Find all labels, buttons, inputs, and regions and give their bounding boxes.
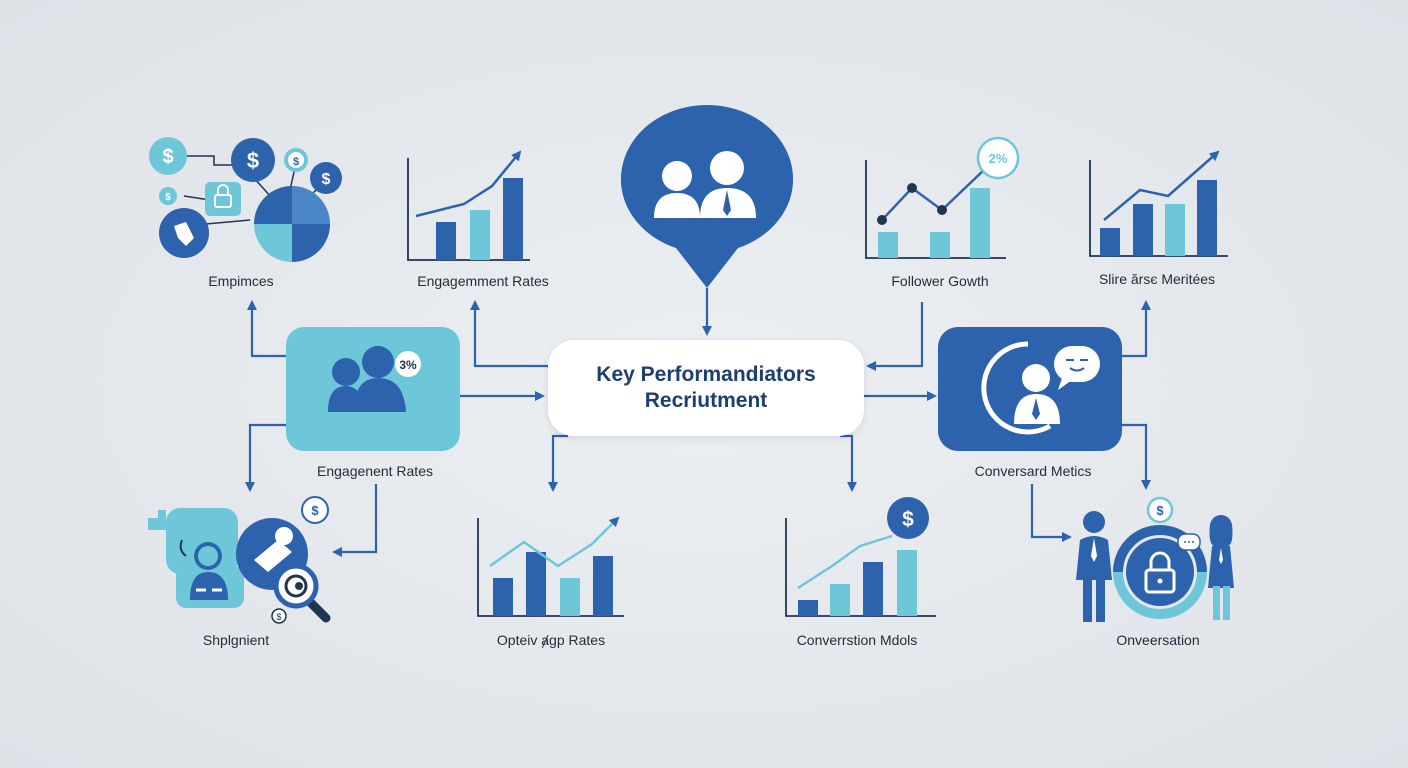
share-metrics-chart [1089, 150, 1228, 257]
arrow-right-card-to-share [1122, 300, 1151, 358]
connector-arrows [245, 288, 1151, 557]
label-share-metrics: Slire ărsє Meritées [1098, 271, 1216, 287]
svg-text:$: $ [165, 192, 171, 203]
lock-icon [205, 182, 241, 216]
group-people-icon [328, 346, 406, 412]
empimces-icon-cluster: $ $ $ $ $ [149, 137, 342, 262]
woman-icon [1208, 515, 1234, 620]
svg-text:$: $ [162, 146, 173, 168]
dollar-coin-icon [149, 137, 187, 175]
percent-bubble-icon [395, 351, 421, 377]
label-engagement-mid: Engagenent Rates [317, 463, 433, 479]
left-percent-badge: 3% [399, 358, 417, 372]
chat-bubble-icon [1054, 346, 1100, 390]
onversation-icon-cluster: $ [1076, 496, 1234, 622]
svg-text:$: $ [293, 156, 299, 168]
arrow-right-card-to-onversation [1122, 423, 1151, 490]
dollar-coin-icon [310, 162, 342, 194]
man-icon [1076, 511, 1112, 622]
follower-percent-badge: 2% [989, 151, 1008, 166]
label-opteiv-rates: Opteiv ⱥgp Rates [496, 632, 606, 648]
label-follower-growth: Follower Gowth [891, 273, 989, 289]
center-title-line2: Recriutment [644, 389, 768, 412]
engagement-card: 3% [286, 327, 460, 451]
center-title-line1: Key Performandiators [596, 363, 816, 386]
lock-icon [1144, 568, 1176, 594]
dollar-coin-icon [159, 187, 177, 205]
arrow-left-card-to-empimces [247, 300, 288, 358]
svg-text:$: $ [311, 503, 319, 518]
arrow-left-card-to-shplignient [245, 423, 288, 492]
label-shplignient: Shplgnient [202, 632, 270, 648]
center-title-box: Key Performandiators Recriutment [548, 340, 864, 436]
dollar-coin-icon [1146, 496, 1174, 524]
svg-text:$: $ [1156, 503, 1164, 518]
recruitment-bubble [621, 104, 793, 289]
chat-bubble-icon [1177, 533, 1201, 551]
label-conversion-mdols: Converrstion Mdols [796, 632, 918, 648]
svg-text:$: $ [276, 612, 281, 622]
label-engagement-top: Engagemment Rates [417, 273, 549, 289]
arrow-follower-to-center [866, 302, 924, 371]
engagement-top-chart [407, 150, 530, 261]
label-conversation-metrics: Conversard Metics [974, 463, 1092, 479]
dollar-coin-icon [887, 497, 929, 539]
label-onversation: Onveersation [1116, 632, 1200, 648]
shplignient-icon-cluster: $ $ [148, 496, 331, 624]
arrow-right-label-to-people [1030, 484, 1072, 542]
follower-growth-chart: 2% [865, 136, 1020, 259]
label-empimces: Empimces [208, 273, 274, 289]
arrow-center-to-opteiv [548, 434, 568, 492]
arrow-mid-to-shplignient [332, 484, 378, 557]
svg-text:$: $ [247, 148, 259, 173]
dollar-coin-icon [301, 496, 329, 524]
arrow-center-to-engagement-top [470, 300, 548, 368]
svg-text:$: $ [902, 508, 914, 531]
svg-text:$: $ [322, 171, 331, 188]
dollar-coin-icon [231, 138, 275, 182]
conversation-card [938, 327, 1122, 451]
percent-badge-icon [976, 136, 1020, 180]
opteiv-rates-chart [477, 516, 624, 617]
arrow-center-to-conversion [840, 434, 857, 492]
conversion-chart: $ [785, 497, 936, 617]
